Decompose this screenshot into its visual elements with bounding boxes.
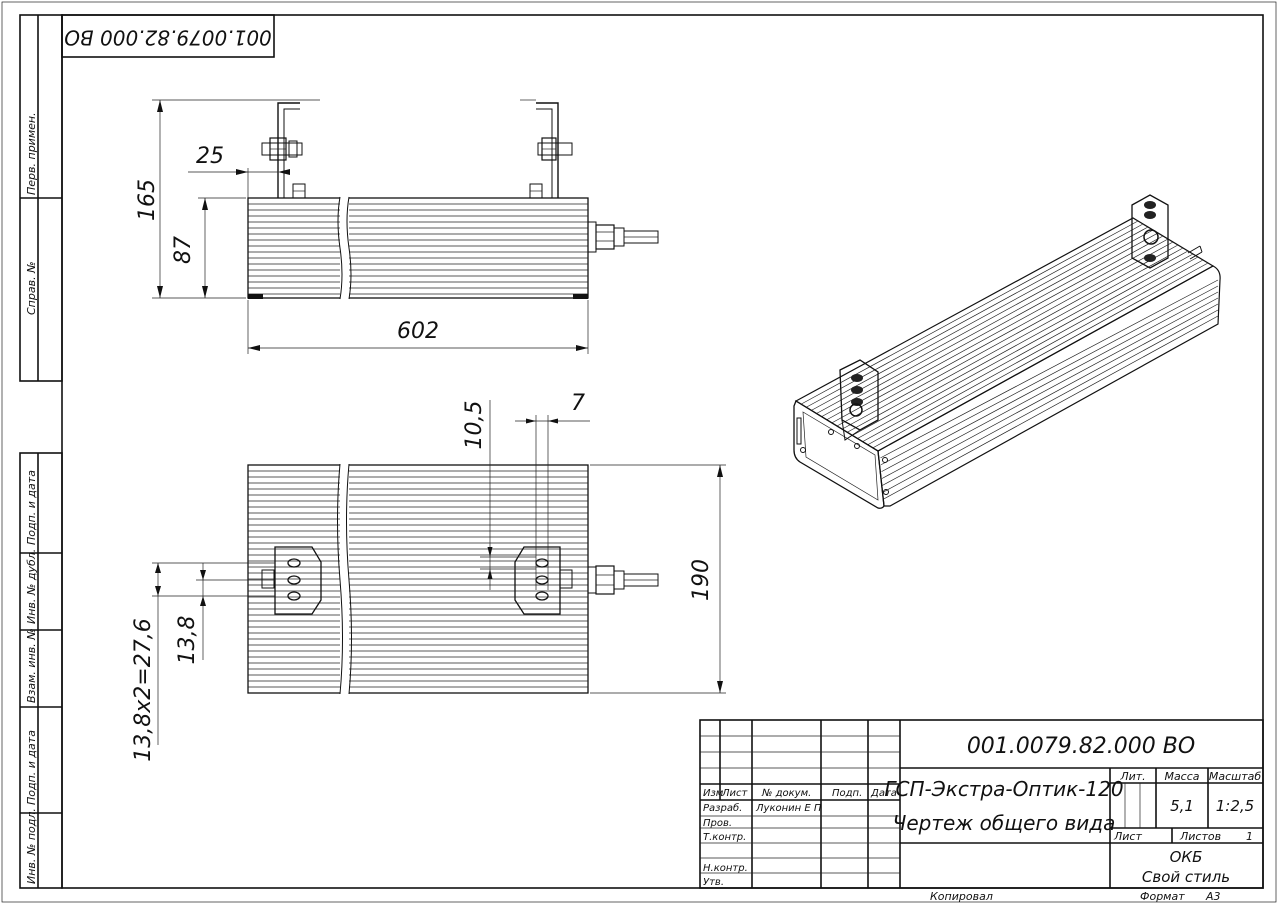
tb-hdr-izm: Изм — [703, 788, 724, 799]
dim-87: 87 — [171, 236, 196, 264]
dim-165: 165 — [135, 179, 160, 221]
iso-front-rib-line — [882, 309, 1219, 493]
tb-sheet-label: Лист — [1113, 830, 1142, 843]
tb-role-utv: Утв. — [703, 877, 724, 888]
strip-label-inv-dubl: Инв. № дубл. — [25, 549, 38, 624]
iso-front-rib-line — [880, 279, 1219, 459]
iso-top-rib-line — [841, 244, 1179, 430]
tb-role-tkontr: Т.контр. — [703, 832, 746, 843]
strip-label-vzam: Взам. инв. № — [25, 628, 38, 703]
iso-top-rib-line — [857, 253, 1194, 439]
strip-label-inv-podl: Инв. № подл. — [25, 808, 38, 884]
tb-role-prov: Пров. — [703, 818, 732, 829]
tb-lit-label: Лит. — [1119, 770, 1145, 783]
dim-13-8: 13,8 — [175, 616, 200, 665]
tb-name-2: Чертеж общего вида — [893, 811, 1116, 835]
iso-top-rib-line — [872, 262, 1209, 449]
tb-format-label: Формат — [1140, 890, 1185, 903]
front-view: 165 87 25 602 — [135, 99, 659, 354]
tb-hdr-sign: Подп. — [832, 788, 862, 799]
strip-label-podp2: Подп. и дата — [25, 730, 38, 805]
dim-10-5: 10,5 — [462, 401, 487, 450]
iso-top-rib-line — [811, 226, 1149, 411]
iso-front-rib-line — [883, 315, 1219, 500]
tb-role-nkontr: Н.контр. — [703, 863, 748, 874]
tb-mass: 5,1 — [1170, 797, 1194, 815]
dim-190: 190 — [689, 559, 714, 601]
tb-format: А3 — [1205, 890, 1221, 903]
iso-top-rib-line — [831, 238, 1169, 424]
tb-role-razrab: Разраб. — [703, 802, 742, 814]
tb-sheets-label: Листов — [1179, 830, 1221, 843]
iso-top-rib-line — [836, 241, 1174, 427]
tb-scale-label: Масштаб — [1209, 770, 1261, 783]
dim-602: 602 — [397, 319, 439, 344]
iso-front-rib-line — [882, 303, 1219, 486]
tb-code: 001.0079.82.000 ВО — [967, 734, 1195, 759]
left-strip-lower: Подп. и дата Инв. № дубл. Взам. инв. № П… — [19, 452, 63, 889]
tb-mass-label: Масса — [1164, 770, 1199, 783]
tb-org-1: ОКБ — [1170, 848, 1203, 866]
drawing-frame — [61, 14, 1264, 889]
strip-label-perv: Перв. примен. — [25, 112, 38, 195]
iso-top-rib-line — [800, 220, 1139, 405]
tb-org-2: Свой стиль — [1142, 868, 1230, 886]
iso-front-rib-line — [881, 291, 1219, 472]
iso-front-rib-line — [881, 297, 1219, 479]
dim-7: 7 — [571, 391, 585, 416]
iso-top-rib-line — [826, 235, 1164, 421]
isometric-view — [793, 194, 1221, 509]
iso-top-rib-line — [852, 250, 1189, 436]
tb-developer: Луконин Е П — [755, 803, 822, 814]
iso-top-rib-line — [847, 247, 1184, 433]
tb-name-1: ГСП-Экстра-Оптик-120 — [884, 777, 1123, 801]
top-view: 190 7 10,5 13,8 13,8х2=27,6 — [131, 391, 726, 762]
dim-25: 25 — [196, 144, 224, 169]
rotated-code-box: 001.0079.82.000 ВО — [61, 14, 275, 58]
iso-top-rib-line — [816, 229, 1154, 414]
strip-label-podp1: Подп. и дата — [25, 470, 38, 545]
dim-27-6: 13,8х2=27,6 — [131, 618, 156, 761]
iso-top-rib-line — [862, 256, 1199, 442]
tb-sheets: 1 — [1246, 830, 1253, 843]
tb-copied: Копировал — [930, 890, 993, 903]
tb-hdr-date: Дата — [870, 788, 897, 799]
iso-front-rib-line — [880, 285, 1219, 466]
tb-scale: 1:2,5 — [1216, 797, 1254, 815]
strip-label-sprav: Справ. № — [25, 261, 38, 315]
iso-top-rib-line — [867, 259, 1204, 446]
left-strip-upper: Перв. примен. Справ. № — [19, 14, 63, 382]
rotated-code: 001.0079.82.000 ВО — [64, 26, 272, 50]
title-block: Изм Лист № докум. Подп. Дата Разраб. Лук… — [699, 719, 1264, 903]
tb-hdr-list: Лист — [721, 788, 749, 799]
tb-hdr-doc: № докум. — [761, 788, 811, 799]
